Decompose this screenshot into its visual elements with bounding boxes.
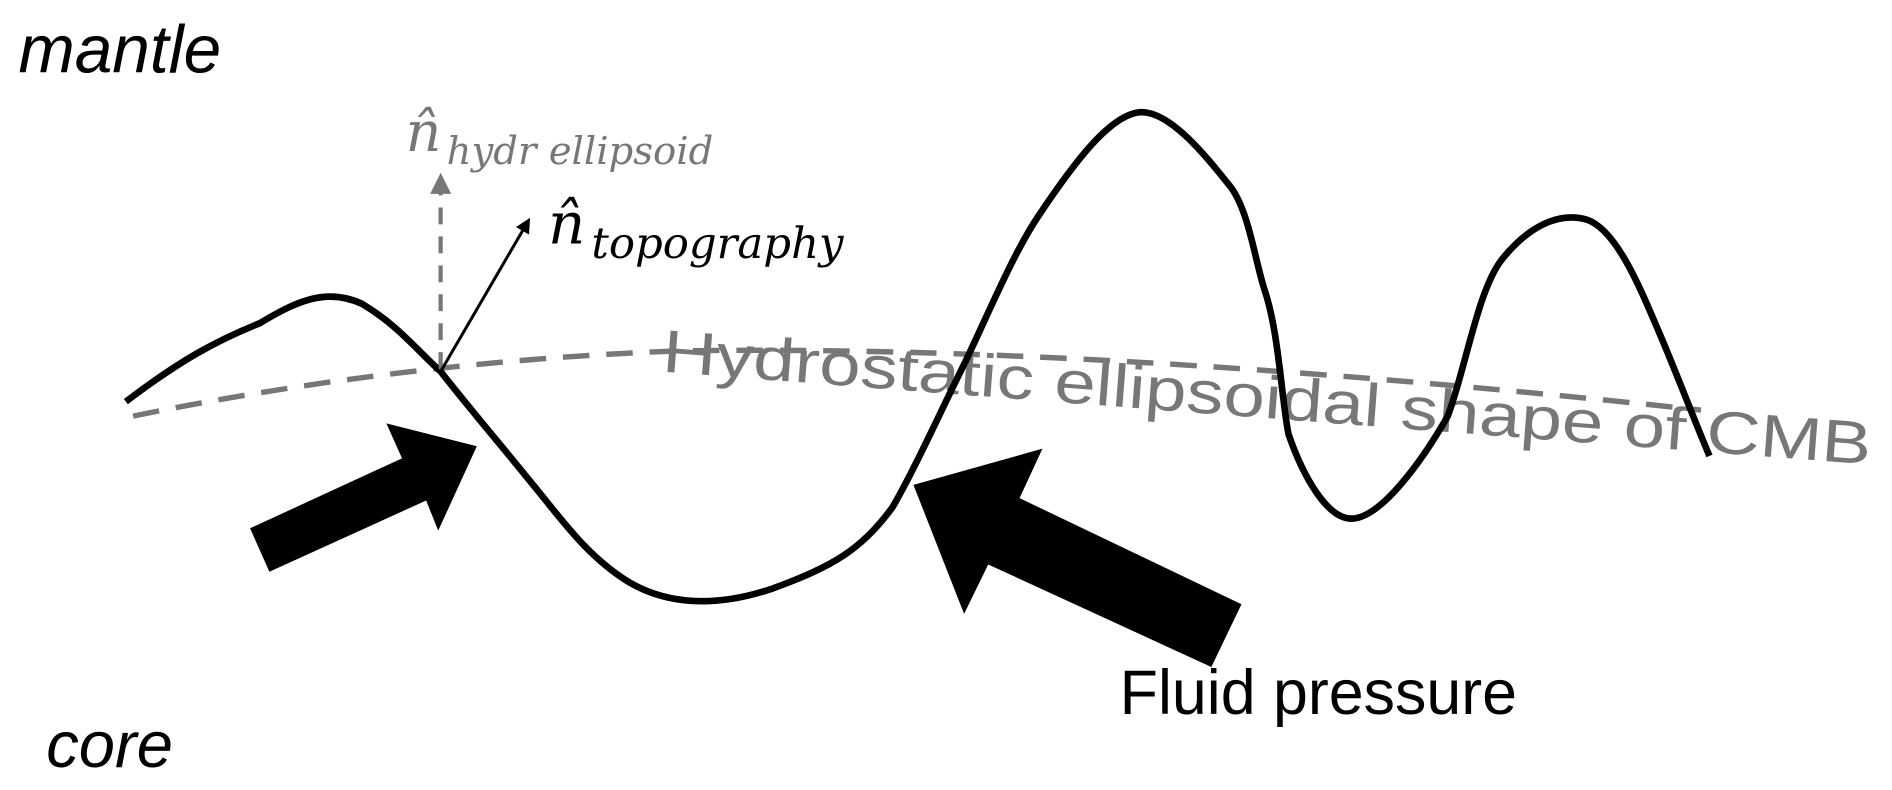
mantle-label: mantle (19, 12, 222, 87)
topography-normal-arrow (439, 217, 531, 373)
topography-normal-subscript: topography (591, 219, 844, 269)
topography-normal-label: n̂ topography (548, 190, 844, 269)
hydr-normal-label: n̂ hydr ellipsoid (406, 101, 714, 174)
fluid-pressure-arrow-right (913, 448, 1242, 667)
fluid-pressure-label: Fluid pressure (1120, 658, 1517, 728)
hydr-normal-subscript: hydr ellipsoid (447, 129, 714, 174)
topography-curve (123, 108, 1713, 605)
core-label: core (46, 708, 173, 781)
topography-normal-symbol: n̂ (548, 190, 585, 258)
ellipsoid-caption: Hydrostatic ellipsoidal shape of CMB (660, 317, 1874, 478)
hydr-normal-symbol: n̂ (406, 101, 442, 165)
fluid-pressure-arrow-left (250, 423, 477, 572)
